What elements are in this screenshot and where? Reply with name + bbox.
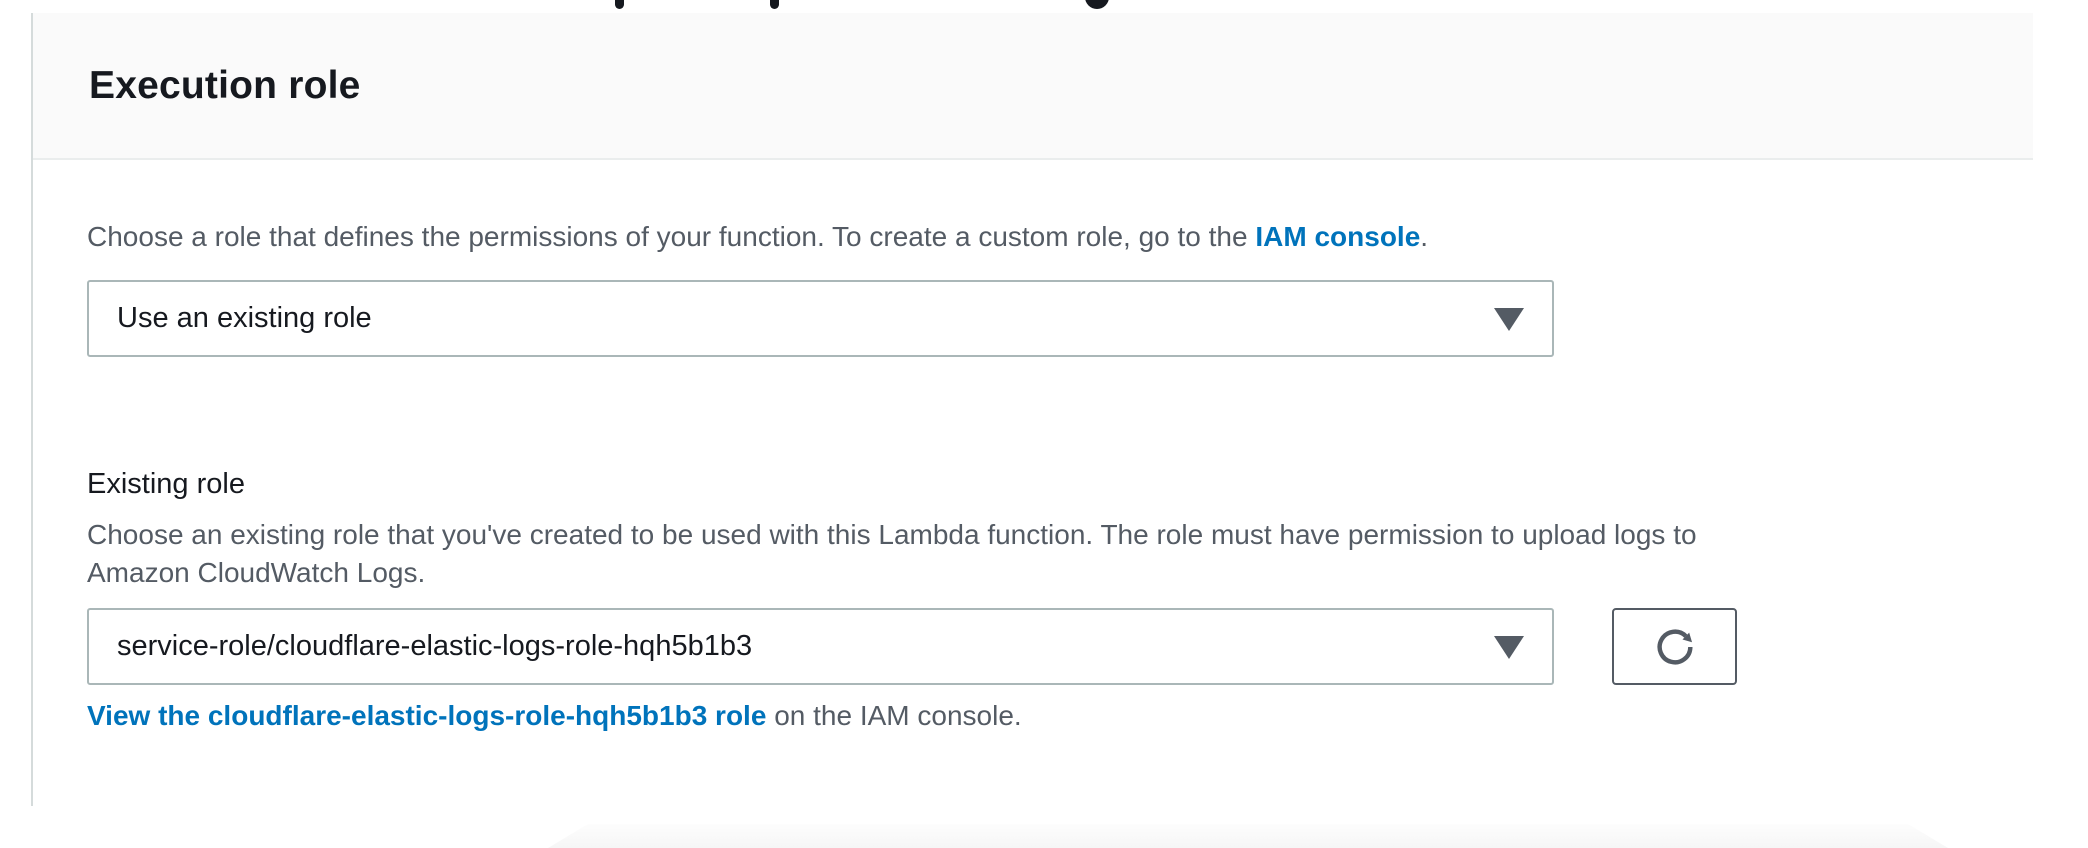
next-panel-top-edge (548, 824, 1948, 848)
existing-role-select[interactable]: service-role/cloudflare-elastic-logs-rol… (87, 608, 1554, 685)
view-role-link-row: View the cloudflare-elastic-logs-role-hq… (87, 700, 1022, 732)
role-source-description-period: . (1420, 221, 1429, 252)
role-source-description: Choose a role that defines the permissio… (87, 218, 1428, 256)
view-role-link-suffix: on the IAM console. (766, 700, 1022, 731)
execution-role-panel: Execution role Choose a role that define… (31, 13, 2033, 806)
clipped-text-artifact (615, 0, 624, 9)
chevron-down-icon (1494, 307, 1524, 331)
refresh-roles-button[interactable] (1612, 608, 1737, 685)
iam-console-link[interactable]: IAM console (1255, 221, 1421, 252)
clipped-text-artifact (1085, 0, 1109, 9)
existing-role-description: Choose an existing role that you've crea… (87, 516, 1697, 592)
existing-role-description-line1: Choose an existing role that you've crea… (87, 519, 1697, 550)
panel-header: Execution role (33, 13, 2033, 160)
view-role-link[interactable]: View the cloudflare-elastic-logs-role-hq… (87, 700, 767, 731)
role-source-select[interactable]: Use an existing role (87, 280, 1554, 357)
existing-role-label: Existing role (87, 468, 245, 500)
clipped-text-artifact (770, 0, 779, 9)
existing-role-select-value: service-role/cloudflare-elastic-logs-rol… (117, 630, 753, 662)
refresh-icon (1656, 628, 1693, 664)
role-source-select-value: Use an existing role (117, 302, 372, 334)
role-source-description-text: Choose a role that defines the permissio… (87, 221, 1256, 252)
chevron-down-icon (1494, 635, 1524, 659)
existing-role-description-line2: Amazon CloudWatch Logs. (87, 557, 426, 588)
panel-title: Execution role (89, 63, 361, 107)
